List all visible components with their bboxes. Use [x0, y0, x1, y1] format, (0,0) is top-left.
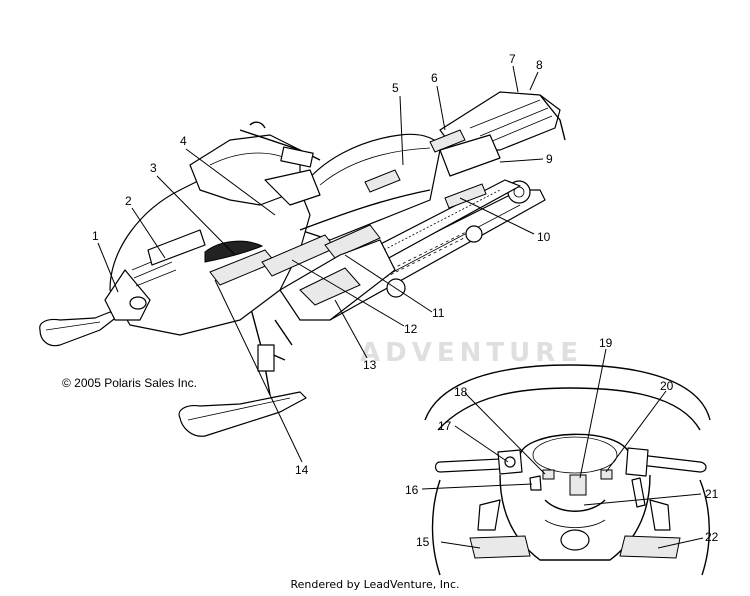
callout-17: 17	[438, 419, 452, 433]
callout-2: 2	[125, 194, 132, 208]
callout-13: 13	[363, 358, 377, 372]
callout-1: 1	[92, 229, 99, 243]
callout-21: 21	[705, 487, 719, 501]
callout-14: 14	[295, 463, 309, 477]
callout-11: 11	[432, 306, 445, 320]
callout-3: 3	[150, 161, 157, 175]
callout-15: 15	[416, 535, 430, 549]
callout-8: 8	[536, 58, 543, 72]
snowmobile-drawing	[39, 91, 566, 437]
callout-numbers: 1 2 3 4 5 6 7 8 9 10 11 12 13 14 15 16 1…	[92, 52, 719, 549]
callout-22: 22	[705, 530, 719, 544]
callout-5: 5	[392, 81, 399, 95]
callout-18: 18	[454, 385, 468, 399]
callout-10: 10	[537, 230, 551, 244]
callout-4: 4	[180, 134, 187, 148]
leader-lines	[97, 65, 704, 549]
render-credit: Rendered by LeadVenture, Inc.	[290, 578, 460, 591]
callout-12: 12	[404, 322, 418, 336]
copyright-notice: © 2005 Polaris Sales Inc.	[62, 376, 197, 390]
callout-6: 6	[431, 71, 438, 85]
callout-16: 16	[405, 483, 419, 497]
handlebar-view-drawing	[424, 364, 711, 576]
callout-7: 7	[509, 52, 516, 66]
callout-19: 19	[599, 336, 613, 350]
watermark: ADVENTURE	[360, 338, 583, 368]
callout-9: 9	[546, 152, 553, 166]
callout-20: 20	[660, 379, 674, 393]
